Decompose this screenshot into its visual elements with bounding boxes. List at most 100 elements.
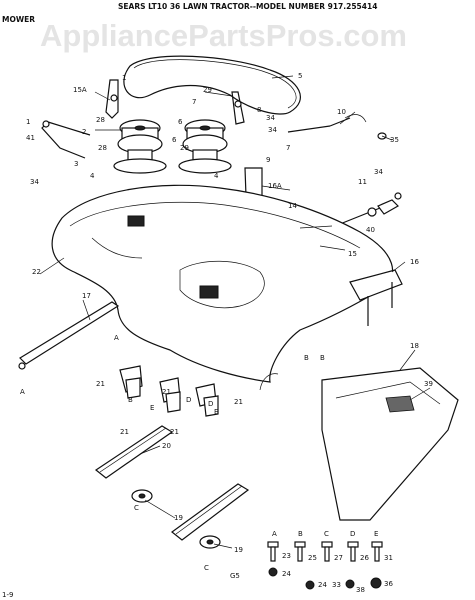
callout: 35 bbox=[390, 136, 399, 144]
callout: 29 bbox=[203, 86, 212, 94]
cutting-blade-left bbox=[94, 425, 174, 479]
callout: 1 bbox=[26, 118, 30, 126]
marker: D bbox=[186, 396, 191, 404]
blade-adapter-center bbox=[159, 377, 181, 413]
callout: 8 bbox=[257, 106, 261, 114]
callout: 16 bbox=[410, 258, 419, 266]
callout: 15 bbox=[348, 250, 357, 258]
callout: 25 bbox=[308, 554, 317, 562]
callout: 15A bbox=[73, 86, 87, 94]
callout: 22 bbox=[32, 268, 41, 276]
callout: 34 bbox=[374, 168, 383, 176]
marker: D bbox=[350, 530, 355, 538]
marker: B bbox=[128, 396, 133, 404]
callout: 21 bbox=[162, 388, 171, 396]
callout: 7 bbox=[286, 144, 290, 152]
callout: 26 bbox=[360, 554, 369, 562]
callout: 21 bbox=[234, 398, 243, 406]
callout: 19 bbox=[174, 514, 183, 522]
adjustment-rod-left bbox=[41, 120, 91, 159]
bolt-e-icon bbox=[371, 541, 383, 562]
diagram-title: SEARS LT10 36 LAWN TRACTOR--MODEL NUMBER… bbox=[118, 2, 377, 11]
idler-bracket-right bbox=[231, 91, 245, 125]
marker: A bbox=[272, 530, 277, 538]
callout: 34 bbox=[30, 178, 39, 186]
callout: 24 bbox=[282, 570, 291, 578]
callout: 38 bbox=[356, 586, 365, 594]
lift-rod bbox=[334, 192, 402, 227]
marker: D bbox=[208, 400, 213, 408]
drive-belt bbox=[123, 55, 301, 115]
diagram-code: G5 bbox=[230, 572, 240, 580]
adjustment-rod-right bbox=[287, 114, 387, 140]
callout: 21 bbox=[120, 428, 129, 436]
bolt-c-icon bbox=[321, 541, 333, 562]
marker: E bbox=[150, 404, 154, 412]
left-spindle-assembly bbox=[113, 119, 167, 174]
blade-washer-left bbox=[131, 489, 153, 503]
front-hanger-rod bbox=[18, 301, 120, 370]
discharge-chute bbox=[321, 367, 459, 521]
blade-adapter-right bbox=[195, 383, 219, 417]
callout: 34 bbox=[266, 114, 275, 122]
callout: 28 bbox=[98, 144, 107, 152]
blade-adapter-left bbox=[119, 365, 143, 399]
callout: 33 bbox=[332, 581, 341, 589]
callout: 31 bbox=[384, 554, 393, 562]
letter-markers: A A A B B B B C C C D D D E E E bbox=[20, 334, 378, 572]
callout: 34 bbox=[268, 126, 277, 134]
marker: C bbox=[204, 564, 209, 572]
marker: B bbox=[320, 354, 325, 362]
section-label: MOWER bbox=[2, 15, 35, 24]
callout: 41 bbox=[26, 134, 35, 142]
callout: 5 bbox=[298, 72, 302, 80]
callout: 23 bbox=[282, 552, 291, 560]
callout: 7 bbox=[192, 98, 196, 106]
marker: A bbox=[20, 388, 25, 396]
bolt-a-icon bbox=[267, 541, 279, 562]
marker: B bbox=[304, 354, 309, 362]
callout: 24 bbox=[318, 581, 327, 589]
callout-numbers: 1 5 15A 7 29 8 34 10 1 2 28 6 34 35 41 6… bbox=[26, 72, 433, 594]
marker: E bbox=[214, 408, 218, 416]
callout: 2 bbox=[82, 128, 86, 136]
callout: 20 bbox=[162, 442, 171, 450]
marker: C bbox=[324, 530, 329, 538]
callout: 1 bbox=[122, 74, 126, 82]
callout: 19 bbox=[234, 546, 243, 554]
mower-deck-housing bbox=[51, 184, 394, 391]
hardware-legend bbox=[267, 541, 383, 590]
callout: 36 bbox=[384, 580, 393, 588]
callout: 4 bbox=[90, 172, 95, 180]
callout: 14 bbox=[288, 202, 297, 210]
callout-leaders bbox=[39, 75, 431, 549]
callout: 4 bbox=[214, 172, 219, 180]
right-spindle-assembly bbox=[178, 119, 232, 174]
marker: E bbox=[374, 530, 378, 538]
callout: 40 bbox=[366, 226, 375, 234]
callout: 6 bbox=[178, 118, 183, 126]
bolt-d-icon bbox=[347, 541, 359, 562]
page-mark: 1-9 bbox=[2, 591, 13, 599]
watermark: AppliancePartsPros.com bbox=[40, 18, 407, 53]
callout: 21 bbox=[170, 428, 179, 436]
callout: 18 bbox=[410, 342, 419, 350]
marker: B bbox=[298, 530, 303, 538]
nut-icon bbox=[268, 567, 382, 590]
callout: 39 bbox=[424, 380, 433, 388]
callout: 9 bbox=[266, 156, 270, 164]
blade-washer-right bbox=[199, 535, 221, 549]
callout: 11 bbox=[358, 178, 367, 186]
callout: 16A bbox=[268, 182, 282, 190]
idler-bracket-left bbox=[105, 79, 119, 119]
callout: 27 bbox=[334, 554, 343, 562]
callout: 29 bbox=[180, 144, 189, 152]
cutting-blade-right bbox=[171, 483, 250, 541]
callout: 28 bbox=[96, 116, 105, 124]
marker: A bbox=[114, 334, 119, 342]
callout: 21 bbox=[96, 380, 105, 388]
callout: 6 bbox=[172, 136, 177, 144]
callout: 17 bbox=[82, 292, 91, 300]
marker: C bbox=[134, 504, 139, 512]
